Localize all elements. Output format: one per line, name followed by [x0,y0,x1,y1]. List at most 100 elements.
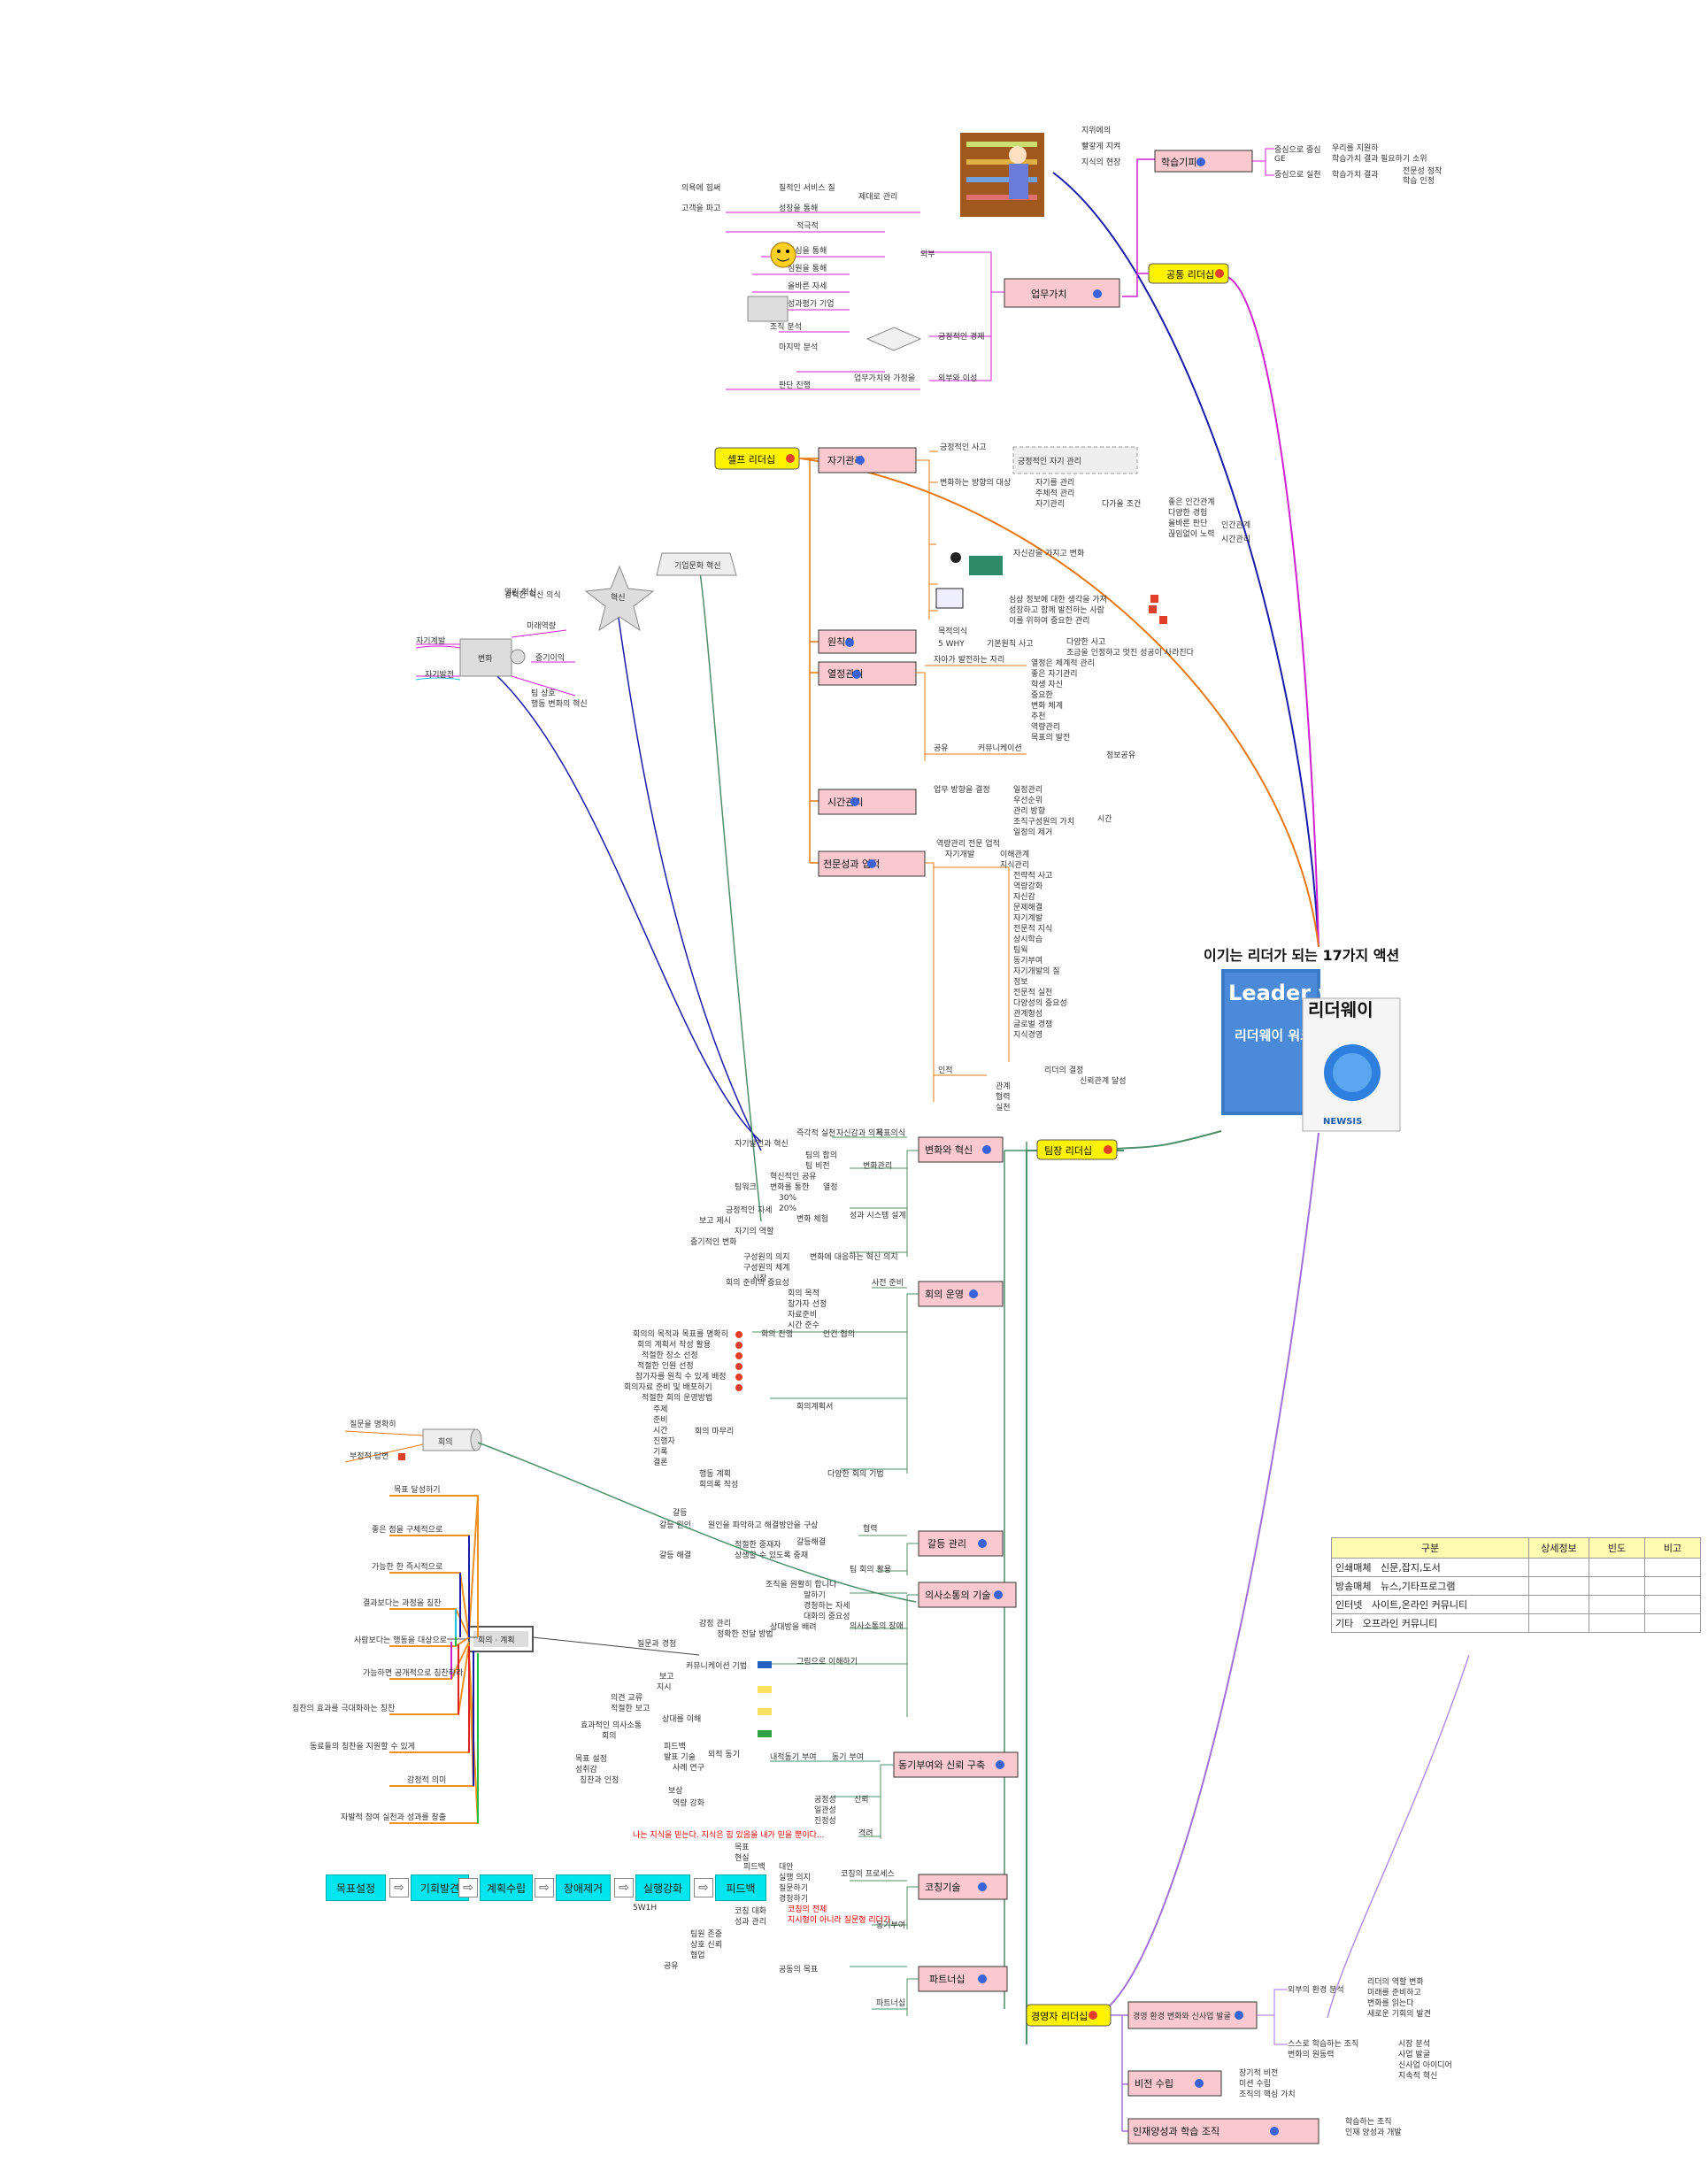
ch-12: 30% [779,1194,796,1203]
passion-7: 추천 [1031,712,1046,721]
flow-step-1: 목표설정 [326,1874,386,1901]
pink-node-conflict[interactable]: 갈등 관리 [918,1530,1004,1557]
change-item-1: 열린 혁신 [504,588,536,597]
mv-1: 내적동기 부여 [770,1751,817,1762]
media-col-note: 비고 [1644,1537,1701,1559]
pink-node-time[interactable]: 시간관리 [818,789,917,815]
self-note-3: 이를 위하여 중요한 관리 [1009,615,1089,626]
group-self-leadership[interactable]: 셀프 리더십 자기관리 긍정적인 사고 긍정적인 자기 관리 변화하는 방향의 … [714,442,1250,1112]
pink-node-ceo1[interactable]: 경영 환경 변화와 신사업 발굴 [1127,2001,1258,2029]
time-2: 일정관리 [1013,785,1042,795]
ceo1-label: 경영 환경 변화와 신사업 발굴 [1133,2011,1231,2021]
praise-items: 목표 달성하기 좋은 점을 구체적으로 가능한 한 즉시적으로 결과보다는 과정… [292,1484,464,1822]
meeting-label: 회의 운영 [925,1289,964,1300]
quote-text: 나는 지식을 믿는다. 지식은 힘 있음을 내가 믿을 뿐이다... [633,1829,825,1840]
yellow-node-ceo[interactable]: 경영자 리더십 [1026,2004,1112,2027]
group-ceo-leadership[interactable]: 경영자 리더십 경영 환경 변화와 신사업 발굴 외부의 환경 분석 리더의 역… [1026,1977,1452,2144]
pr-4: 결과보다는 과정을 칭찬 [363,1598,442,1608]
yellow-node-self[interactable]: 셀프 리더십 [714,447,800,470]
pink-node-meeting[interactable]: 회의 운영 [918,1281,1004,1307]
top-left-7: 중심을 통해 [788,246,827,256]
cm-13: 지시 [657,1682,672,1692]
puzzle-label: 변화 [478,654,493,664]
learn-item-2: 빨갛게 지켜 [1081,141,1120,151]
self-mgmt-items: 긍정적인 사고 긍정적인 자기 관리 변화하는 방향의 대상 자기를 관리 주체… [940,442,1250,558]
philo-2: 5 WHY [938,640,965,649]
pink-node-partner[interactable]: 파트너십 [918,1966,1008,1992]
table-row: 기타 오프라인 커뮤니티 [1331,1613,1701,1633]
top-left-6: 적극적 [796,220,819,231]
expert-4: 지식관리 [1000,860,1029,870]
co-4: 실행 의지 [779,1872,811,1882]
co-1: 목표 [735,1843,750,1852]
pink-node-comm[interactable]: 의사소통의 기술 [918,1582,1017,1608]
self-mgmt-label: 자기관리 [827,455,863,466]
table-row: 인터넷 사이트,온라인 커뮤니티 [1331,1595,1701,1614]
expert-13: 동기부여 [1013,955,1042,966]
media-type: 방송매체 [1335,1581,1372,1592]
expert-2: 자기개발 [945,850,974,859]
cm-14: 의견 교류 [611,1692,642,1703]
coach-label: 코칭기술 [925,1882,960,1893]
group-team-leadership[interactable]: 팀장 리더십 변화와 혁신 자신감과 의지 자기발전과 혁신 즉각적 실천 목표… [575,1128,1118,2016]
pink-node-motivation[interactable]: 동기부여와 신뢰 구축 [893,1751,1019,1778]
pink-node-change[interactable]: 변화와 혁신 [918,1136,1004,1163]
media-detail: 오프라인 커뮤니티 [1362,1618,1438,1629]
self-item-1: 긍정적인 사고 [940,442,987,452]
change-item-4: 중기이익 [535,652,565,663]
cu-2: 인재 양성과 개발 [1345,2128,1402,2137]
pink-node-self-mgmt[interactable]: 자기관리 [818,447,917,473]
philo-5: 조금을 인정하고 멋진 성공이 사라진다 [1066,648,1195,658]
top-left-13: 마지막 분석 [779,343,818,352]
ceo-9: 사업 발굴 [1398,2050,1430,2059]
cm-16: 상대를 이해 [662,1714,701,1724]
expert-items: 역량관리 전문 업적 자기개발 이해관계 지식관리 전략적 사고 역량강화 자신… [936,838,1127,1112]
pink-node-philosophy[interactable]: 원칙의 [818,629,917,654]
yellow-node-team[interactable]: 팀장 리더십 [1036,1139,1118,1160]
mt-20: 진행자 [653,1436,676,1446]
pink-node-culture[interactable]: 인재양성과 학습 조직 [1127,2118,1319,2144]
partner-items: 팀원 존중 상호 신뢰 협업 공유 공동의 목표 파트너십 [664,1928,905,2008]
media-col-frequency: 빈도 [1589,1537,1645,1559]
pt-4: 공유 [664,1961,679,1971]
mt-26: 다양한 회의 기법 [827,1469,884,1479]
conflict-label: 갈등 관리 [927,1537,966,1550]
top-left-8: 심원을 통해 [788,264,827,273]
learn-item-3: 지식의 현장 [1081,158,1120,167]
top-left-5: 제대로 관리 [858,192,897,202]
mt-1: 사전 준비 [872,1278,904,1288]
self-item-2: 긍정적인 자기 관리 [1018,456,1081,466]
pink-node-vision[interactable]: 비전 수립 [1127,2070,1222,2097]
ch-10: 열정 [823,1182,838,1192]
comm-label: 의사소통의 기술 [925,1590,990,1601]
co-11: 5W1H [633,1904,657,1913]
pr-1: 목표 달성하기 [394,1484,441,1495]
learn-right-7: 필요하기 소위 [1381,153,1427,164]
ch-6: 팀의 합의 [805,1150,837,1160]
work-value-label: 업무가치 [1031,289,1066,300]
top-left-3: 고객을 파고 [681,204,720,213]
pink-node-work-value[interactable]: 업무가치 [1004,278,1120,308]
passion-8: 역량관리 [1031,721,1060,732]
yellow-node-common[interactable]: 공통 리더십 [1148,263,1229,284]
pink-node-learning[interactable]: 학습기피 [1154,150,1253,173]
philosophy-items: 목적의식 5 WHY 기본원칙 사고 다양한 사고 조금을 인정하고 멋진 성공… [938,626,1195,658]
change-item-6: 팀 상호 [531,688,556,698]
mt-19: 시간 [653,1426,668,1436]
pink-node-expert[interactable]: 전문성과 업적 [818,851,926,877]
cylinder-shape: 회의 [422,1428,482,1451]
pr-2: 좋은 점을 구체적으로 [372,1524,442,1535]
ch-17: 자기의 역할 [735,1227,773,1236]
self-item-14: 시간관리 [1221,535,1250,544]
person-illustration [935,542,1003,609]
flow-step-6: 피드백 [715,1874,766,1901]
pink-node-passion[interactable]: 열정관리 [818,661,917,686]
ch-9: 변화를 통한 [770,1182,809,1192]
cf-9: 갈등해결 [796,1537,826,1547]
group-common-leadership[interactable]: 공통 리더십 학습기피 중심으로 중심 GE 중심으로 실천 우리를 지원하 학… [681,126,1442,390]
ceo1-items: 외부의 환경 분석 리더의 역할 변화 미래를 준비하고 변화를 읽는다 새로운… [1288,1977,1452,2081]
pink-node-coach[interactable]: 코칭기술 [918,1874,1008,1900]
expert-6: 역량강화 [1013,881,1042,891]
mt-3: 회의 목적 [788,1288,819,1298]
